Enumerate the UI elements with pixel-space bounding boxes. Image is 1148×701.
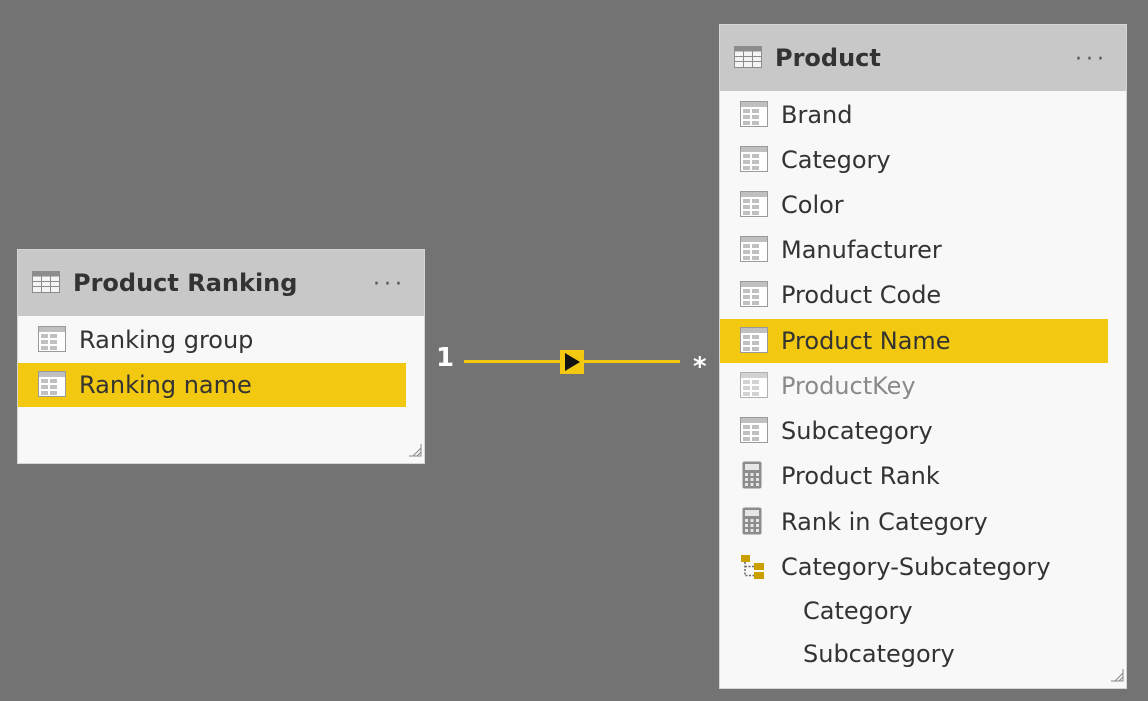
table-title: Product Ranking (73, 269, 298, 297)
field-label: Product Rank (781, 462, 940, 490)
field-label: Rank in Category (781, 508, 988, 536)
more-options-button[interactable]: ··· (1075, 47, 1108, 72)
hierarchy-level-category[interactable]: Category (720, 589, 1108, 633)
hierarchy-icon (740, 554, 768, 584)
resize-grip-icon[interactable] (1110, 667, 1124, 686)
field-row-product-name[interactable]: Product Name (720, 319, 1108, 363)
table-title: Product (775, 44, 881, 72)
field-label: Ranking name (79, 371, 252, 399)
table-field-icon (740, 191, 768, 221)
table-field-icon (740, 236, 768, 266)
relationship-many-side-label: * (693, 352, 707, 382)
relationship-one-side-label: 1 (436, 343, 455, 373)
table-field-icon (740, 372, 768, 402)
table-field-icon (740, 101, 768, 131)
field-label: Manufacturer (781, 236, 942, 264)
relationship-direction-arrow[interactable] (560, 350, 584, 374)
table-field-icon (38, 371, 66, 401)
field-row-ranking-name[interactable]: Ranking name (18, 363, 406, 407)
product-header[interactable]: Product ··· (720, 25, 1126, 91)
field-label: Product Code (781, 281, 942, 309)
field-label: Category (781, 146, 891, 174)
product-ranking-table-card[interactable]: Product Ranking ··· Ranking group Rankin… (17, 249, 425, 464)
table-field-icon (740, 281, 768, 311)
table-field-icon (740, 417, 768, 447)
product-ranking-header[interactable]: Product Ranking ··· (18, 250, 424, 316)
table-field-icon (740, 146, 768, 176)
field-row-brand[interactable]: Brand (720, 93, 1108, 137)
field-label: Product Name (781, 327, 951, 355)
field-label: ProductKey (781, 372, 916, 400)
hierarchy-level-label: Category (803, 597, 913, 625)
more-options-button[interactable]: ··· (373, 272, 406, 297)
field-row-ranking-group[interactable]: Ranking group (18, 318, 406, 362)
play-arrow-icon (565, 353, 580, 371)
field-row-product-rank[interactable]: Product Rank (720, 454, 1108, 498)
table-icon (32, 271, 60, 297)
product-table-card[interactable]: Product ··· Brand Category Color Manufac… (719, 24, 1127, 689)
resize-grip-icon[interactable] (408, 442, 422, 461)
field-label: Category-Subcategory (781, 553, 1051, 581)
field-row-subcategory[interactable]: Subcategory (720, 409, 1108, 453)
field-label: Brand (781, 101, 853, 129)
field-row-product-code[interactable]: Product Code (720, 273, 1108, 317)
table-icon (734, 46, 762, 72)
table-field-icon (740, 327, 768, 357)
field-row-category-subcategory-hierarchy[interactable]: Category-Subcategory (720, 545, 1108, 589)
field-label: Subcategory (781, 417, 933, 445)
field-label: Ranking group (79, 326, 254, 354)
calculator-icon (742, 461, 762, 493)
hierarchy-level-subcategory[interactable]: Subcategory (720, 632, 1108, 676)
field-row-category[interactable]: Category (720, 138, 1108, 182)
field-row-rank-in-category[interactable]: Rank in Category (720, 500, 1108, 544)
table-field-icon (38, 326, 66, 356)
field-label: Color (781, 191, 844, 219)
field-row-manufacturer[interactable]: Manufacturer (720, 228, 1108, 272)
field-row-productkey[interactable]: ProductKey (720, 364, 1108, 408)
calculator-icon (742, 507, 762, 539)
field-row-color[interactable]: Color (720, 183, 1108, 227)
hierarchy-level-label: Subcategory (803, 640, 955, 668)
